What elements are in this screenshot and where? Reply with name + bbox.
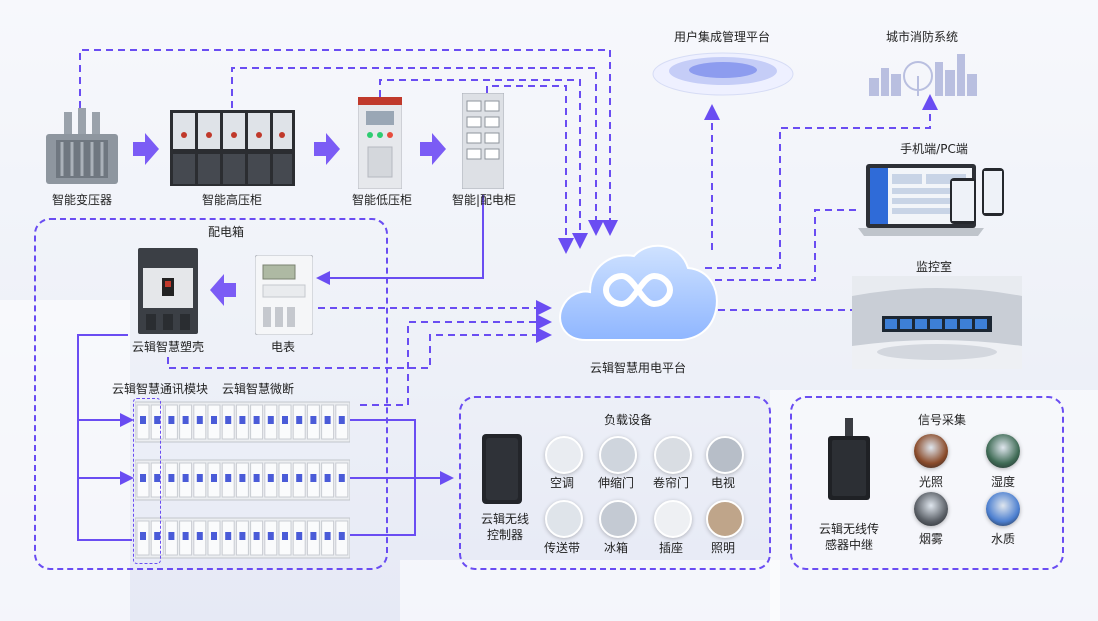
- micro-breaker-rows: [135, 400, 350, 562]
- flow-arrow: [314, 133, 340, 165]
- line-cloud-fire: [705, 94, 938, 269]
- load-item-icon: [599, 436, 637, 474]
- fire-system-label: 城市消防系统: [885, 30, 959, 44]
- line-molded-bus: [77, 334, 132, 541]
- dist-cabinet-icon: [462, 93, 504, 189]
- load-item-label: 传送带: [543, 541, 581, 555]
- line-dist-cloud: [486, 85, 574, 254]
- line-micro-cloud: [360, 314, 552, 406]
- molded-breaker-icon: [138, 248, 198, 334]
- load-item-label: 照明: [710, 541, 736, 555]
- transformer-icon: [42, 108, 122, 188]
- mobile-pc-label: 手机端/PC端: [900, 142, 968, 156]
- cloud-platform-icon: [556, 232, 721, 350]
- sensor-relay-label: 云辑无线传 感器中继: [818, 522, 880, 552]
- dist-cabinet-label: 智能|配电柜: [451, 193, 517, 207]
- line-dist-meter: [316, 195, 484, 285]
- load-item-label: 伸缩门: [597, 476, 635, 490]
- monitor-room-icon: [852, 276, 1022, 369]
- user-platform-label: 用户集成管理平台: [673, 30, 771, 44]
- load-item-icon: [599, 500, 637, 538]
- cloud-platform-label: 云辑智慧用电平台: [589, 361, 687, 375]
- micro-breaker-label: 云辑智慧微断: [222, 382, 295, 396]
- line-hv-cloud: [231, 67, 604, 236]
- flow-arrow: [133, 133, 159, 165]
- comm-module-highlight: [133, 398, 161, 564]
- load-item-icon: [545, 436, 583, 474]
- bg-building: [0, 300, 130, 621]
- wireless-controller-label: 云辑无线 控制器: [480, 512, 530, 542]
- laptop-phone-icon: [858, 160, 1006, 242]
- city-skyline-icon: [865, 48, 980, 98]
- comm-module-label: 云辑智慧通讯模块: [112, 382, 209, 396]
- signal-item-icon: [986, 492, 1020, 526]
- load-item-label: 插座: [658, 541, 684, 555]
- load-equipment-title: 负载设备: [603, 413, 653, 427]
- load-item-icon: [706, 436, 744, 474]
- lv-cabinet-icon: [358, 97, 402, 189]
- signal-item-icon: [914, 434, 948, 468]
- signal-item-label: 光照: [918, 475, 944, 489]
- signal-collection-title: 信号采集: [917, 413, 967, 427]
- load-equipment-box: [459, 396, 771, 570]
- hv-cabinet-icon: [170, 110, 295, 186]
- load-item-label: 空调: [549, 476, 575, 490]
- flow-arrow: [210, 274, 236, 306]
- signal-item-label: 烟雾: [918, 532, 944, 546]
- wireless-controller-icon: [482, 434, 522, 504]
- lv-cabinet-label: 智能低压柜: [351, 193, 413, 207]
- molded-breaker-label: 云辑智慧塑壳: [131, 340, 205, 354]
- sensor-relay-icon: [826, 418, 872, 502]
- hv-cabinet-label: 智能高压柜: [201, 193, 263, 207]
- transformer-label: 智能变压器: [51, 193, 113, 207]
- load-item-label: 冰箱: [603, 541, 629, 555]
- flow-arrow: [420, 133, 446, 165]
- load-item-label: 电视: [710, 476, 736, 490]
- signal-item-label: 水质: [990, 532, 1016, 546]
- line-breaker-load: [350, 419, 454, 485]
- load-item-label: 卷帘门: [652, 476, 690, 490]
- load-item-icon: [654, 500, 692, 538]
- signal-item-icon: [914, 492, 948, 526]
- signal-item-label: 湿度: [990, 475, 1016, 489]
- monitor-room-label: 监控室: [915, 260, 953, 274]
- meter-label: 电表: [270, 340, 296, 354]
- user-platform-icon: [652, 50, 794, 96]
- meter-icon: [255, 255, 313, 335]
- signal-item-icon: [986, 434, 1020, 468]
- distribution-box-title: 配电箱: [207, 225, 245, 239]
- line-cloud-mobile: [715, 209, 860, 281]
- load-item-icon: [654, 436, 692, 474]
- load-item-icon: [545, 500, 583, 538]
- bg-building: [400, 560, 780, 621]
- distribution-box: [34, 218, 388, 570]
- line-transformer-cloud: [79, 49, 618, 236]
- signal-collection-box: [790, 396, 1064, 570]
- load-item-icon: [706, 500, 744, 538]
